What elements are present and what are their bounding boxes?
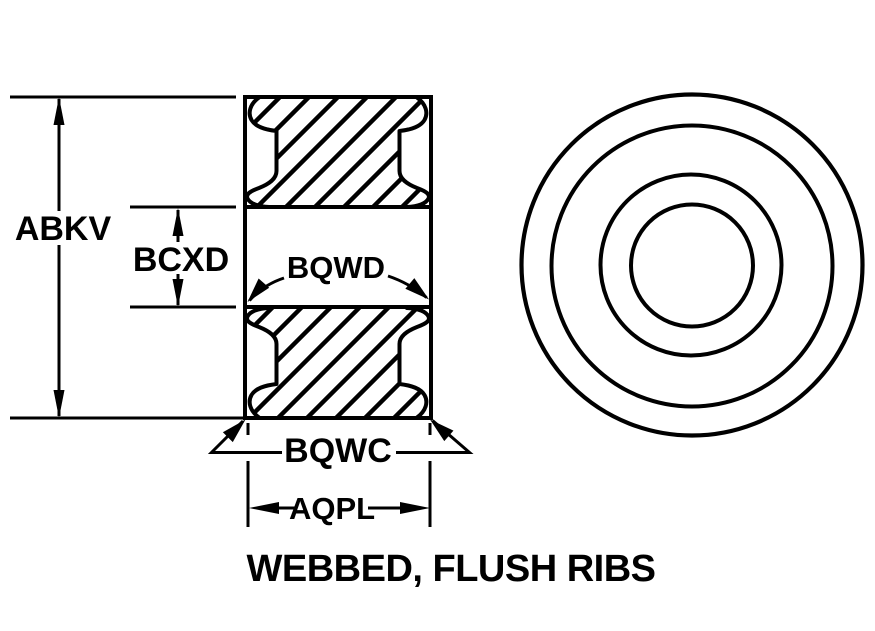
dimension-aqpl: AQPL — [246, 423, 432, 527]
dimension-label-bcxd: BCXD — [133, 241, 229, 279]
aqpl-right-arrowhead — [400, 502, 430, 514]
cross-section-view: ABKV BCXD BQWD BQWC — [10, 95, 474, 527]
aqpl-left-arrowhead — [249, 502, 279, 514]
drawing-title: WEBBED, FLUSH RIBS — [247, 548, 656, 590]
abkv-down-arrowhead — [53, 390, 65, 418]
dimension-bqwd: BQWD — [242, 250, 434, 307]
bcxd-up-arrowhead — [172, 208, 184, 236]
hub-circle — [598, 172, 784, 358]
bcxd-down-arrowhead — [172, 279, 184, 307]
dimension-bqwc: BQWC — [207, 414, 474, 470]
dimension-bcxd: BCXD — [130, 205, 236, 309]
dimension-label-bqwc: BQWC — [284, 432, 392, 470]
dimension-label-bqwd: BQWD — [287, 250, 385, 285]
bqwc-right-leader — [396, 419, 474, 454]
abkv-up-arrowhead — [53, 97, 65, 125]
bore-circle — [629, 202, 755, 329]
front-view — [519, 92, 865, 438]
dimension-abkv: ABKV — [10, 95, 246, 420]
dimension-label-abkv: ABKV — [15, 210, 112, 248]
rim-inner-edge-circle — [549, 123, 835, 409]
outer-rim-circle — [519, 92, 865, 438]
dimension-label-aqpl: AQPL — [289, 491, 375, 526]
section-outline — [243, 95, 433, 420]
